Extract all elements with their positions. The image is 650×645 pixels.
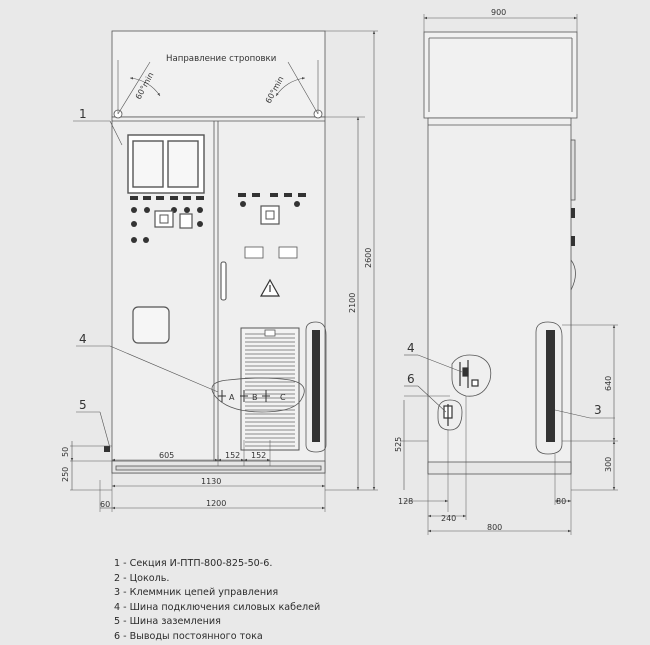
callout-4-front: 4	[79, 332, 87, 346]
side-roof-box	[423, 31, 578, 119]
callout-4-side: 4	[407, 341, 415, 355]
legend-item: 6 - Выводы постоянного тока	[114, 630, 263, 642]
display-right	[167, 140, 199, 188]
dim-152-b: 152	[251, 451, 266, 460]
dim-2600: 2600	[364, 248, 373, 268]
dim-152-a: 152	[225, 451, 240, 460]
left-switch-2	[179, 213, 193, 229]
legend-item: 5 - Шина заземления	[114, 616, 221, 628]
dim-800: 800	[487, 523, 502, 532]
dim-1200: 1200	[206, 499, 226, 508]
phase-c-label: C	[280, 393, 286, 402]
dim-60: 60	[100, 500, 110, 509]
callout-1: 1	[79, 107, 87, 121]
dim-2100: 2100	[348, 293, 357, 313]
right-indicators	[238, 193, 306, 207]
side-terminal-strip	[546, 330, 555, 442]
dim-900: 900	[491, 8, 506, 17]
dim-300: 300	[604, 457, 613, 472]
display-left	[132, 140, 164, 188]
door-handle	[220, 261, 227, 301]
front-view	[70, 30, 378, 512]
callout-3: 3	[594, 403, 602, 417]
phase-a-label: A	[229, 393, 235, 402]
dim-250: 250	[61, 467, 70, 482]
busbar-bubble	[211, 377, 305, 413]
callout-5: 5	[79, 398, 87, 412]
legend-item: 2 - Цоколь.	[114, 572, 170, 584]
dim-128: 128	[398, 497, 413, 506]
dim-50: 50	[61, 447, 70, 457]
legend: 1 - Секция И-ПТП-800-825-50-6. 2 - Цокол…	[114, 557, 320, 645]
dim-605: 605	[159, 451, 174, 460]
legend-item: 4 - Шина подключения силовых кабелей	[114, 601, 321, 613]
left-indicators	[130, 196, 204, 243]
dim-240: 240	[441, 514, 456, 523]
side-plinth	[427, 461, 572, 475]
callout-6: 6	[407, 372, 415, 386]
dim-80: 80	[556, 497, 566, 506]
legend-item: 3 - Клеммник цепей управления	[114, 587, 279, 599]
dc-terminals-bubble	[437, 399, 463, 431]
front-terminal-strip	[312, 330, 320, 442]
dim-1130: 1130	[201, 477, 221, 486]
dim-640: 640	[604, 376, 613, 391]
dim-525: 525	[394, 437, 403, 452]
side-view	[400, 14, 618, 535]
lifting-direction-label: Направление строповки	[166, 54, 276, 64]
phase-b-label: B	[252, 393, 258, 402]
side-busbar-bubble	[451, 354, 492, 397]
legend-item: 1 - Секция И-ПТП-800-825-50-6.	[114, 558, 273, 569]
front-roof-box	[111, 30, 326, 118]
inspection-window	[132, 306, 170, 344]
